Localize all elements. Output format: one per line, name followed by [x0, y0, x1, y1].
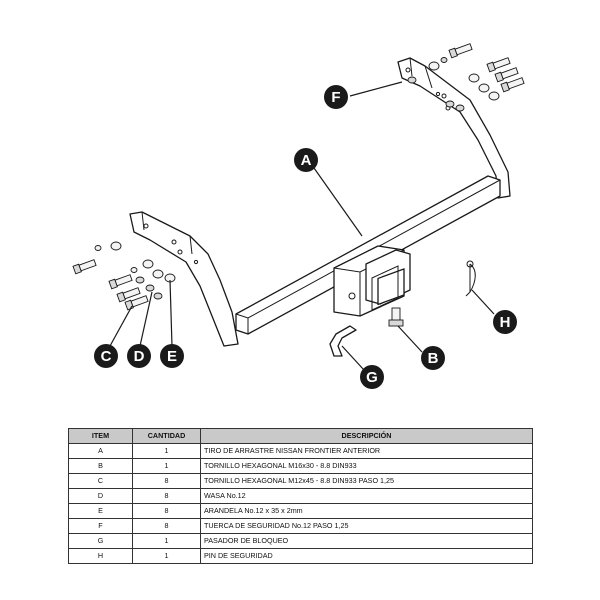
table-row: D 8 WASA No.12 — [68, 488, 533, 504]
leader-lines — [109, 81, 495, 371]
parts-table: ITEM CANTIDAD DESCRIPCIÓN A 1 TIRO DE AR… — [68, 428, 533, 564]
cell-description: TUERCA DE SEGURIDAD No.12 PASO 1,25 — [200, 518, 533, 534]
header-item: ITEM — [68, 428, 133, 444]
hitch-exploded-diagram: A F C D E B G H — [72, 43, 525, 389]
cell-description: ARANDELA No.12 x 35 x 2mm — [200, 503, 533, 519]
cell-quantity: 8 — [132, 488, 201, 504]
table-header-row: ITEM CANTIDAD DESCRIPCIÓN — [68, 428, 533, 444]
cell-item: H — [68, 548, 133, 564]
table-row: B 1 TORNILLO HEXAGONAL M16x30 - 8.8 DIN9… — [68, 458, 533, 474]
cell-item: C — [68, 473, 133, 489]
receiver-bolt — [388, 307, 404, 327]
callout-B: B — [421, 346, 445, 370]
cell-quantity: 1 — [132, 458, 201, 474]
cell-description: PIN DE SEGURIDAD — [200, 548, 533, 564]
cell-description: PASADOR DE BLOQUEO — [200, 533, 533, 549]
callout-label-H: H — [500, 314, 511, 331]
cell-quantity: 8 — [132, 473, 201, 489]
cell-item: F — [68, 518, 133, 534]
table-row: A 1 TIRO DE ARRASTRE NISSAN FRONTIER ANT… — [68, 443, 533, 459]
table-row: G 1 PASADOR DE BLOQUEO — [68, 533, 533, 549]
cell-description: WASA No.12 — [200, 488, 533, 504]
cell-item: D — [68, 488, 133, 504]
callout-label-C: C — [101, 348, 112, 365]
receiver-tube — [333, 245, 411, 317]
cell-item: B — [68, 458, 133, 474]
cell-quantity: 1 — [132, 548, 201, 564]
callout-E: E — [160, 344, 184, 368]
cell-description: TORNILLO HEXAGONAL M12x45 - 8.8 DIN933 P… — [200, 473, 533, 489]
callout-G: G — [360, 365, 384, 389]
table-row: F 8 TUERCA DE SEGURIDAD No.12 PASO 1,25 — [68, 518, 533, 534]
callout-F: F — [324, 85, 348, 109]
table-row: E 8 ARANDELA No.12 x 35 x 2mm — [68, 503, 533, 519]
cell-description: TORNILLO HEXAGONAL M16x30 - 8.8 DIN933 — [200, 458, 533, 474]
cell-quantity: 8 — [132, 518, 201, 534]
callout-label-D: D — [134, 348, 145, 365]
cell-quantity: 8 — [132, 503, 201, 519]
callout-C: C — [94, 344, 118, 368]
callout-label-E: E — [167, 348, 177, 365]
cell-item: A — [68, 443, 133, 459]
callout-label-G: G — [366, 369, 378, 386]
callout-label-A: A — [301, 152, 312, 169]
cell-item: E — [68, 503, 133, 519]
cell-item: G — [68, 533, 133, 549]
callout-label-B: B — [428, 350, 439, 367]
callout-A: A — [294, 148, 318, 172]
locking-pin — [329, 325, 357, 357]
cell-description: TIRO DE ARRASTRE NISSAN FRONTIER ANTERIO… — [200, 443, 533, 459]
safety-pin — [465, 260, 476, 297]
cell-quantity: 1 — [132, 443, 201, 459]
callout-H: H — [493, 310, 517, 334]
table-row: H 1 PIN DE SEGURIDAD — [68, 548, 533, 564]
right-hardware — [407, 43, 525, 112]
callout-D: D — [127, 344, 151, 368]
header-description: DESCRIPCIÓN — [200, 428, 533, 444]
left-hardware — [72, 241, 176, 311]
table-row: C 8 TORNILLO HEXAGONAL M12x45 - 8.8 DIN9… — [68, 473, 533, 489]
left-mounting-bracket — [129, 211, 239, 347]
callout-label-F: F — [331, 89, 340, 106]
header-quantity: CANTIDAD — [132, 428, 201, 444]
cell-quantity: 1 — [132, 533, 201, 549]
